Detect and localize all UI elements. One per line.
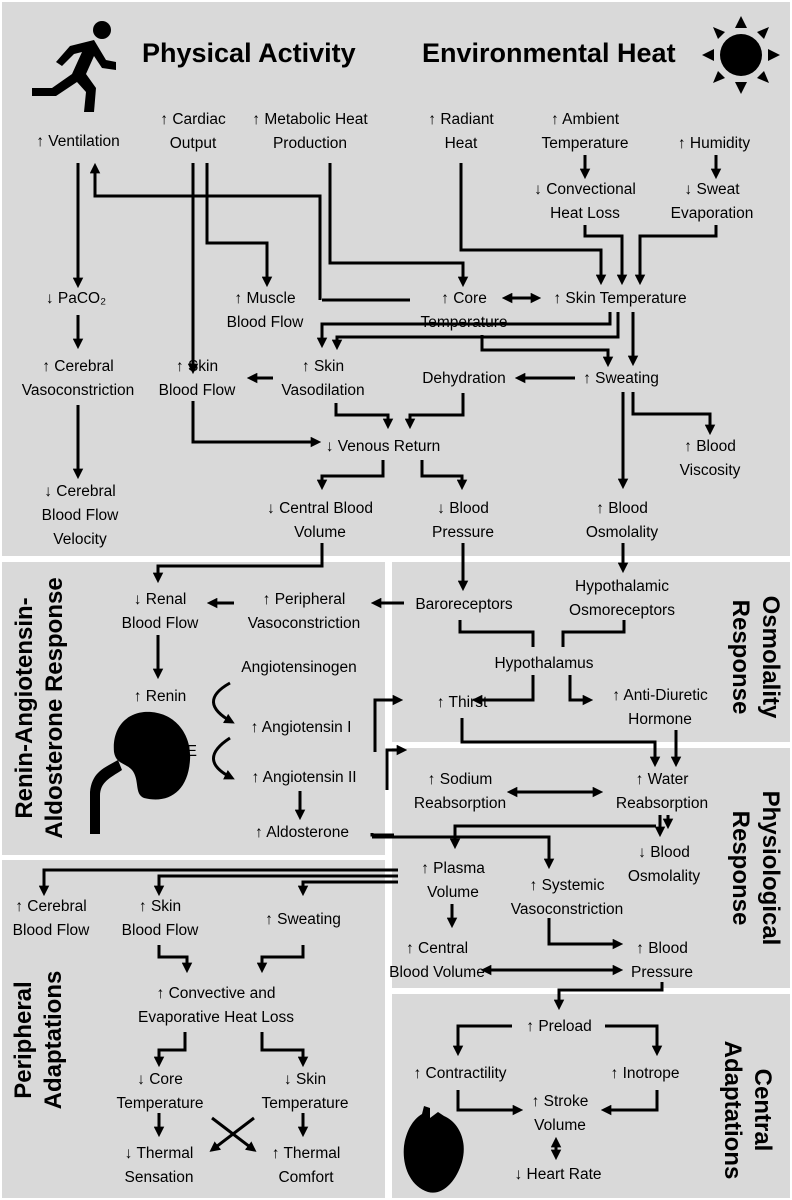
node-renin: ↑ Renin <box>133 688 187 705</box>
node-blood-pressure: ↓ Blood Pressure <box>431 500 495 541</box>
heart-icon <box>403 1106 464 1193</box>
node-systemic-vasoconstriction: ↑ Systemic Vasoconstriction <box>510 877 624 918</box>
node-muscle-bf: ↑ Muscle Blood Flow <box>226 290 304 331</box>
panel-top <box>2 2 790 556</box>
node-aldosterone: ↑ Aldosterone <box>255 824 349 841</box>
node-stroke-volume: ↑ Stroke Volume <box>531 1093 589 1134</box>
node-metabolic-heat: ↑ Metabolic Heat Production <box>252 111 368 152</box>
node-sweating: ↑ Sweating <box>583 370 659 387</box>
node-peripheral-vasoconstriction: ↑ Peripheral Vasoconstriction <box>247 591 361 632</box>
title-environmental-heat: Environmental Heat <box>422 38 676 68</box>
node-skin-vasodilation: ↑ Skin Vasodilation <box>281 358 365 399</box>
kidney-icon <box>90 711 191 834</box>
node-preload: ↑ Preload <box>526 1018 592 1035</box>
node-thirst: ↑ Thirst <box>436 694 488 711</box>
node-core-temp: ↑ Core Temperature <box>420 290 508 331</box>
node-paco2: ↓ PaCO₂ <box>45 290 107 307</box>
node-cerebral-bf: ↑ Cerebral Blood Flow <box>12 898 90 939</box>
title-physical-activity: Physical Activity <box>142 38 356 68</box>
node-blood-pressure2: ↑ Blood Pressure <box>630 940 694 981</box>
node-skin-temp: ↑ Skin Temperature <box>553 290 687 307</box>
node-renal-bf: ↓ Renal Blood Flow <box>121 591 199 632</box>
title-osmolality: Osmolality Response <box>727 595 784 719</box>
node-convectional-loss: ↓ Convectional Heat Loss <box>534 181 636 222</box>
node-cbf-velocity: ↓ Cerebral Blood Flow Velocity <box>41 483 119 548</box>
panel-peripheral <box>2 860 385 1198</box>
node-water-reabs: ↑ Water Reabsorption <box>615 771 709 812</box>
node-skin-bf2: ↑ Skin Blood Flow <box>121 898 199 939</box>
node-blood-osmolality: ↑ Blood Osmolality <box>585 500 659 541</box>
node-sweating2: ↑ Sweating <box>265 911 341 928</box>
node-sodium-reabs: ↑ Sodium Reabsorption <box>413 771 507 812</box>
node-cardiac-output: ↑ Cardiac Output <box>160 111 226 152</box>
panel-osmolality <box>392 562 790 742</box>
node-angiotensin1: ↑ Angiotensin I <box>250 719 352 736</box>
runner-icon <box>32 21 116 112</box>
node-hypothalamus: Hypothalamus <box>494 655 594 672</box>
node-adh: ↑ Anti-Diuretic Hormone <box>612 687 708 728</box>
node-ace: ACE <box>165 743 197 760</box>
node-central-bv2: ↑ Central Blood Volume <box>389 940 485 981</box>
sun-icon <box>702 16 780 94</box>
node-inotrope: ↑ Inotrope <box>610 1065 680 1082</box>
node-dehydration: Dehydration <box>422 370 506 387</box>
node-humidity: ↑ Humidity <box>677 135 751 152</box>
node-core-temp2: ↓ Core Temperature <box>116 1071 204 1112</box>
node-hypothalamic-osmo: Hypothalamic Osmoreceptors <box>569 578 675 619</box>
node-skin-temp2: ↓ Skin Temperature <box>261 1071 349 1112</box>
title-central: Central Adaptations <box>719 1040 776 1180</box>
node-angiotensin2: ↑ Angiotensin II <box>251 769 357 786</box>
node-baroreceptors: Baroreceptors <box>415 596 513 613</box>
node-sweat-evap: ↓ Sweat Evaporation <box>670 181 754 222</box>
node-plasma-volume: ↑ Plasma Volume <box>421 860 485 901</box>
title-peripheral: Peripheral Adaptations <box>10 970 67 1110</box>
node-convective-evap: ↑ Convective and Evaporative Heat Loss <box>138 985 294 1026</box>
node-blood-viscosity: ↑ Blood Viscosity <box>679 438 741 479</box>
panel-raas <box>2 562 385 855</box>
node-heart-rate: ↓ Heart Rate <box>514 1166 602 1183</box>
node-radiant-heat: ↑ Radiant Heat <box>428 111 494 152</box>
node-cerebral-vasoconstriction: ↑ Cerebral Vasoconstriction <box>21 358 135 399</box>
title-raas: Renin-Angiotensin- Aldosterone Response <box>11 577 68 839</box>
node-skin-bf: ↑ Skin Blood Flow <box>158 358 236 399</box>
node-ventilation: ↑ Ventilation <box>36 133 120 150</box>
title-physiological: Physiological Response <box>727 790 784 946</box>
node-central-blood-volume: ↓ Central Blood Volume <box>267 500 373 541</box>
node-angiotensinogen: Angiotensinogen <box>241 659 357 676</box>
node-venous-return: ↓ Venous Return <box>325 438 441 455</box>
node-ambient-temp: ↑ Ambient Temperature <box>541 111 629 152</box>
node-thermal-comfort: ↑ Thermal Comfort <box>271 1145 341 1186</box>
node-decr-blood-osm: ↓ Blood Osmolality <box>627 844 701 885</box>
node-thermal-sensation: ↓ Thermal Sensation <box>124 1145 194 1186</box>
node-contractility: ↑ Contractility <box>413 1065 507 1082</box>
